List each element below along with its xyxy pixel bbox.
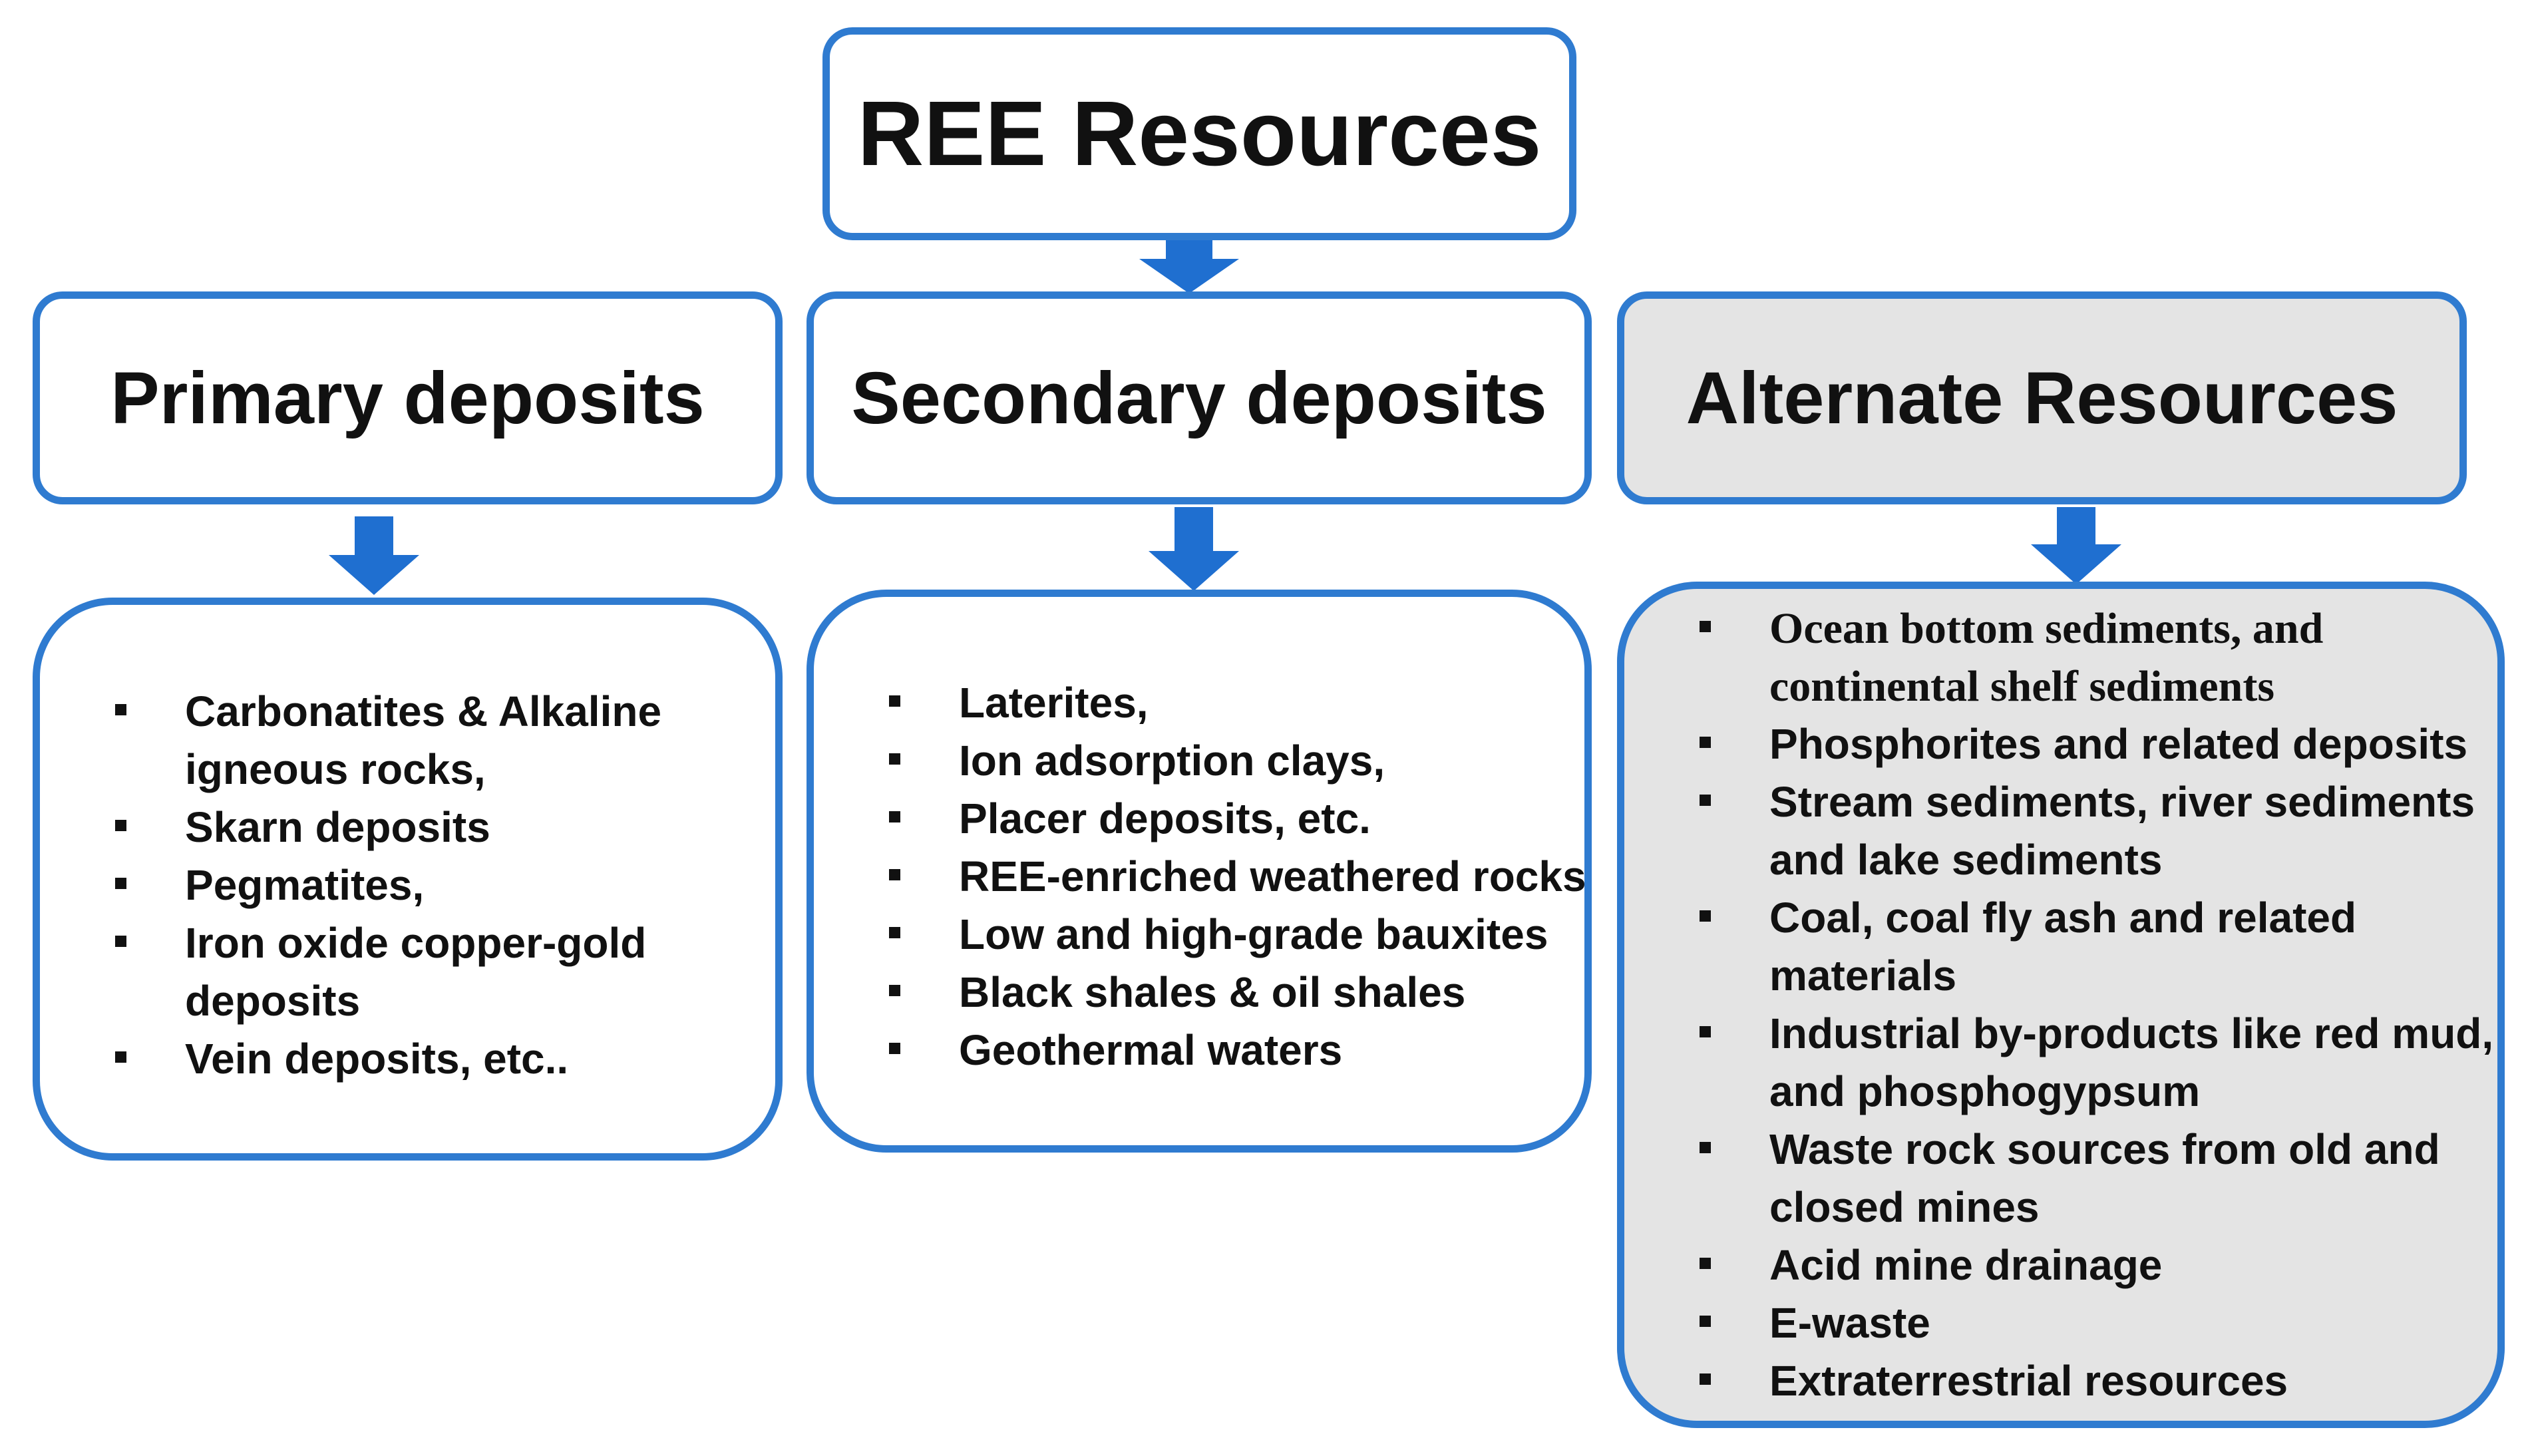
secondary-deposits-list: Laterites, Ion adsorption clays, Placer …: [870, 674, 1588, 1079]
primary-deposits-list: Carbonatites & Alkaline igneous rocks, S…: [96, 683, 761, 1088]
list-item: Acid mine drainage: [1680, 1236, 2499, 1294]
list-item: Vein deposits, etc..: [96, 1030, 761, 1088]
list-item: Phosphorites and related deposits: [1680, 715, 2499, 773]
down-arrow-icon: [1139, 240, 1239, 293]
alternate-resources-list: Ocean bottom sediments, and continental …: [1680, 600, 2499, 1410]
root-title: REE Resources: [857, 82, 1542, 185]
list-item: Waste rock sources from old and closed m…: [1680, 1121, 2499, 1236]
list-item: Laterites,: [870, 674, 1588, 732]
list-item: Geothermal waters: [870, 1021, 1588, 1079]
alternate-resources-node: Alternate Resources: [1617, 291, 2467, 504]
list-item: Pegmatites,: [96, 856, 761, 914]
list-item: Stream sediments, river sediments and la…: [1680, 773, 2499, 889]
list-item: Industrial by-products like red mud, and…: [1680, 1005, 2499, 1121]
list-item: REE-enriched weathered rocks: [870, 848, 1588, 906]
list-item: Black shales & oil shales: [870, 964, 1588, 1021]
list-item: E-waste: [1680, 1294, 2499, 1352]
primary-deposits-node: Primary deposits: [33, 291, 783, 504]
list-item: Low and high-grade bauxites: [870, 906, 1588, 964]
list-item: Iron oxide copper-gold deposits: [96, 914, 761, 1030]
list-item: Placer deposits, etc.: [870, 790, 1588, 848]
alternate-resources-title: Alternate Resources: [1686, 357, 2398, 439]
list-item: Skarn deposits: [96, 799, 761, 856]
root-node: REE Resources: [822, 27, 1576, 240]
down-arrow-icon: [1149, 507, 1239, 591]
down-arrow-icon: [2031, 507, 2121, 584]
list-item: Coal, coal fly ash and related materials: [1680, 889, 2499, 1005]
secondary-deposits-list-box: Laterites, Ion adsorption clays, Placer …: [807, 590, 1592, 1153]
secondary-deposits-title: Secondary deposits: [851, 357, 1547, 439]
primary-deposits-title: Primary deposits: [110, 357, 705, 439]
secondary-deposits-node: Secondary deposits: [807, 291, 1592, 504]
list-item: Ocean bottom sediments, and continental …: [1680, 600, 2499, 715]
primary-deposits-list-box: Carbonatites & Alkaline igneous rocks, S…: [33, 598, 783, 1161]
down-arrow-icon: [329, 516, 419, 595]
list-item: Ion adsorption clays,: [870, 732, 1588, 790]
list-item: Extraterrestrial resources: [1680, 1352, 2499, 1410]
list-item: Carbonatites & Alkaline igneous rocks,: [96, 683, 761, 799]
alternate-resources-list-box: Ocean bottom sediments, and continental …: [1617, 582, 2505, 1428]
